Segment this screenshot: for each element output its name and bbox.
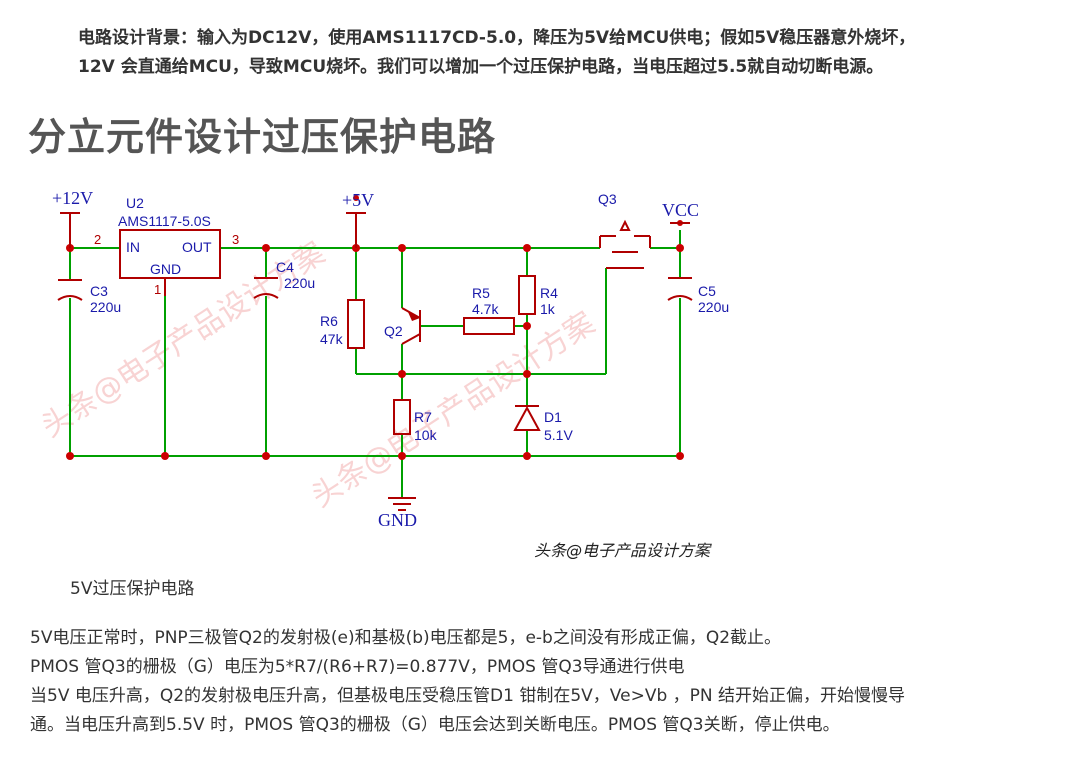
label-d1-value: 5.1V xyxy=(544,427,573,443)
explanation-text: 5V电压正常时，PNP三极管Q2的发射极(e)和基极(b)电压都是5，e-b之间… xyxy=(30,624,1060,740)
label-vcc: VCC xyxy=(662,200,699,220)
q2-emitter-arrow xyxy=(408,312,420,321)
circuit-schematic: 头条@电子产品设计方案 头条@电子产品设计方案 xyxy=(35,188,729,560)
explanation-line-1: 5V电压正常时，PNP三极管Q2的发射极(e)和基极(b)电压都是5，e-b之间… xyxy=(30,628,782,648)
junction-dots xyxy=(66,195,684,460)
label-r5: R5 xyxy=(472,285,490,301)
label-c4-value: 220u xyxy=(284,275,315,291)
label-r7: R7 xyxy=(414,409,432,425)
label-q3: Q3 xyxy=(598,191,617,207)
label-v12: +12V xyxy=(52,188,93,208)
label-r5-value: 4.7k xyxy=(472,301,499,317)
intro-line-1: 电路设计背景：输入为DC12V，使用AMS1117CD-5.0，降压为5V给MC… xyxy=(78,28,916,48)
label-r6-value: 47k xyxy=(320,331,344,347)
intro-line-2: 12V 会直通给MCU，导致MCU烧坏。我们可以增加一个过压保护电路，当电压超过… xyxy=(78,57,884,77)
figure-caption: 5V过压保护电路 xyxy=(70,579,195,599)
label-u2-gnd: GND xyxy=(150,261,181,277)
label-u2-out: OUT xyxy=(182,239,212,255)
explanation-line-3: 当5V 电压升高，Q2的发射极电压升高，但基极电压受稳压管D1 钳制在5V，Ve… xyxy=(30,686,906,706)
explanation-line-4: 通。当电压升高到5.5V 时，PMOS 管Q3的栅极（G）电压会达到关断电压。P… xyxy=(30,715,840,735)
label-c5-value: 220u xyxy=(698,299,729,315)
label-gnd: GND xyxy=(378,510,417,530)
label-pin2: 2 xyxy=(94,232,101,247)
label-c5: C5 xyxy=(698,283,716,299)
intro-text: 电路设计背景：输入为DC12V，使用AMS1117CD-5.0，降压为5V给MC… xyxy=(78,24,1038,82)
label-u2: U2 xyxy=(126,195,144,211)
label-pin1: 1 xyxy=(154,282,161,297)
label-c4: C4 xyxy=(276,259,294,275)
label-v5: +5V xyxy=(342,190,374,210)
label-r6: R6 xyxy=(320,313,338,329)
label-r4-value: 1k xyxy=(540,301,556,317)
label-pin3: 3 xyxy=(232,232,239,247)
label-u2-part: AMS1117-5.0S xyxy=(118,213,211,229)
components xyxy=(57,212,693,511)
label-u2-in: IN xyxy=(126,239,140,255)
label-q2: Q2 xyxy=(384,323,403,339)
label-d1: D1 xyxy=(544,409,562,425)
label-r7-value: 10k xyxy=(414,427,438,443)
label-c3-value: 220u xyxy=(90,299,121,315)
explanation-line-2: PMOS 管Q3的栅极（G）电压为5*R7/(R6+R7)=0.877V，PMO… xyxy=(30,657,685,677)
label-r4: R4 xyxy=(540,285,558,301)
section-heading: 分立元件设计过压保护电路 xyxy=(28,115,497,159)
u2-regulator xyxy=(119,229,221,279)
label-c3: C3 xyxy=(90,283,108,299)
watermark-credit: 头条@电子产品设计方案 xyxy=(534,541,712,560)
